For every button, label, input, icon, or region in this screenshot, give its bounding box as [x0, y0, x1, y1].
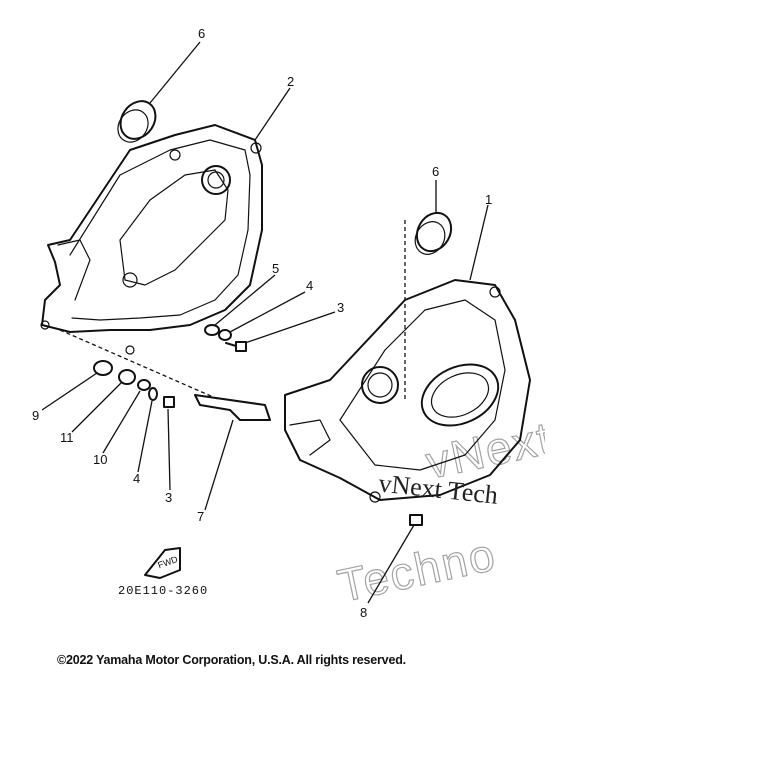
callout-7: 7: [197, 509, 204, 524]
part-6-cap-right: [414, 211, 453, 255]
part-6-cap-left: [117, 100, 157, 143]
watermark-line2: Techno: [333, 528, 501, 612]
part-number: 20E110-3260: [118, 584, 209, 598]
callout-11: 11: [60, 430, 74, 445]
part-3-bolt-b: [163, 396, 175, 408]
part-10-washer: [137, 379, 151, 391]
part-9-plug: [93, 360, 113, 376]
copyright-notice: ©2022 Yamaha Motor Corporation, U.S.A. A…: [57, 653, 406, 667]
callout-9: 9: [32, 408, 39, 423]
part-2-inner-cover: [40, 124, 263, 355]
leader-lines: [41, 41, 489, 604]
callout-4-lower: 4: [133, 471, 140, 486]
watermark: vNext Techno: [333, 411, 558, 613]
callout-4-upper: 4: [306, 278, 313, 293]
callout-1: 1: [485, 192, 492, 207]
callout-3-lower: 3: [165, 490, 172, 505]
callout-10: 10: [93, 452, 107, 467]
callout-2: 2: [287, 74, 294, 89]
part-5-washer: [204, 324, 220, 336]
assembly-lines: [59, 220, 406, 401]
callout-5: 5: [272, 261, 279, 276]
part-7-guide-plate: [194, 394, 271, 421]
part-1-outer-cover: [284, 279, 531, 503]
part-4-washer-a: [218, 329, 232, 341]
part-11-spacer: [118, 369, 136, 385]
part-3-bolt-a: [225, 341, 247, 352]
callout-labels: 6 2 6 1 5 4 3 9 11 10 4 3 7 8: [32, 26, 492, 620]
callout-3-upper: 3: [337, 300, 344, 315]
edge-mask: [545, 395, 575, 555]
callout-6-left: 6: [198, 26, 205, 41]
part-4-washer-b: [148, 387, 158, 401]
fwd-arrow-badge: FWD: [144, 547, 181, 579]
callout-8: 8: [360, 605, 367, 620]
part-8-bolt: [409, 514, 423, 526]
callout-6-right: 6: [432, 164, 439, 179]
